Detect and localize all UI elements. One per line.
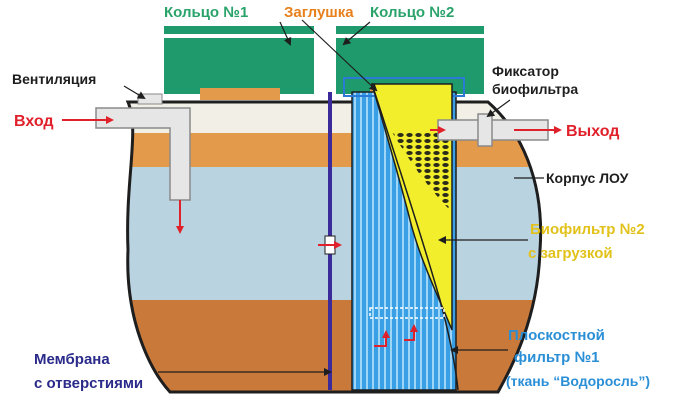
flow-arrow-2 (404, 324, 418, 341)
tank-interior (127, 102, 541, 392)
flow-arrow-1 (374, 330, 390, 347)
leader-ring2 (342, 21, 371, 46)
label-flatfilter-l3: (ткань “Водоросль”) (506, 373, 650, 389)
perforated-tray (369, 307, 445, 319)
label-membrane-l1: Мембрана (34, 351, 110, 368)
leader-plug (301, 19, 378, 92)
label-ventilation: Вентиляция (12, 71, 96, 87)
tank-body (125, 100, 543, 394)
label-fixator-l1: Фиксатор (492, 63, 559, 79)
filter-boundary (371, 83, 459, 391)
label-ring2: Кольцо №2 (370, 4, 454, 21)
label-ring1: Кольцо №1 (164, 4, 248, 21)
sludge-layer (127, 300, 541, 392)
ring-2 (336, 26, 484, 94)
inlet-pipe (95, 107, 191, 201)
label-plug: Заглушка (284, 4, 354, 21)
leader-ring1 (279, 21, 292, 46)
label-body: Корпус ЛОУ (546, 170, 629, 186)
label-flatfilter-l1: Плоскостной (508, 327, 605, 344)
label-outlet: Выход (566, 123, 619, 140)
label-fixator-l2: биофильтра (492, 81, 578, 97)
label-membrane-l2: с отверстиями (34, 375, 143, 392)
ventilation-cap (137, 93, 163, 105)
plug-left (200, 88, 280, 100)
label-biofilter-l2: с загрузкой (528, 245, 613, 262)
label-flatfilter-l2: фильтр №1 (514, 349, 600, 366)
ring-1 (164, 26, 314, 94)
leader-ventilation (123, 85, 146, 100)
label-inlet: Вход (14, 113, 54, 130)
leader-fixator (486, 99, 511, 118)
label-biofilter-l1: Биофильтр №2 (530, 221, 645, 238)
